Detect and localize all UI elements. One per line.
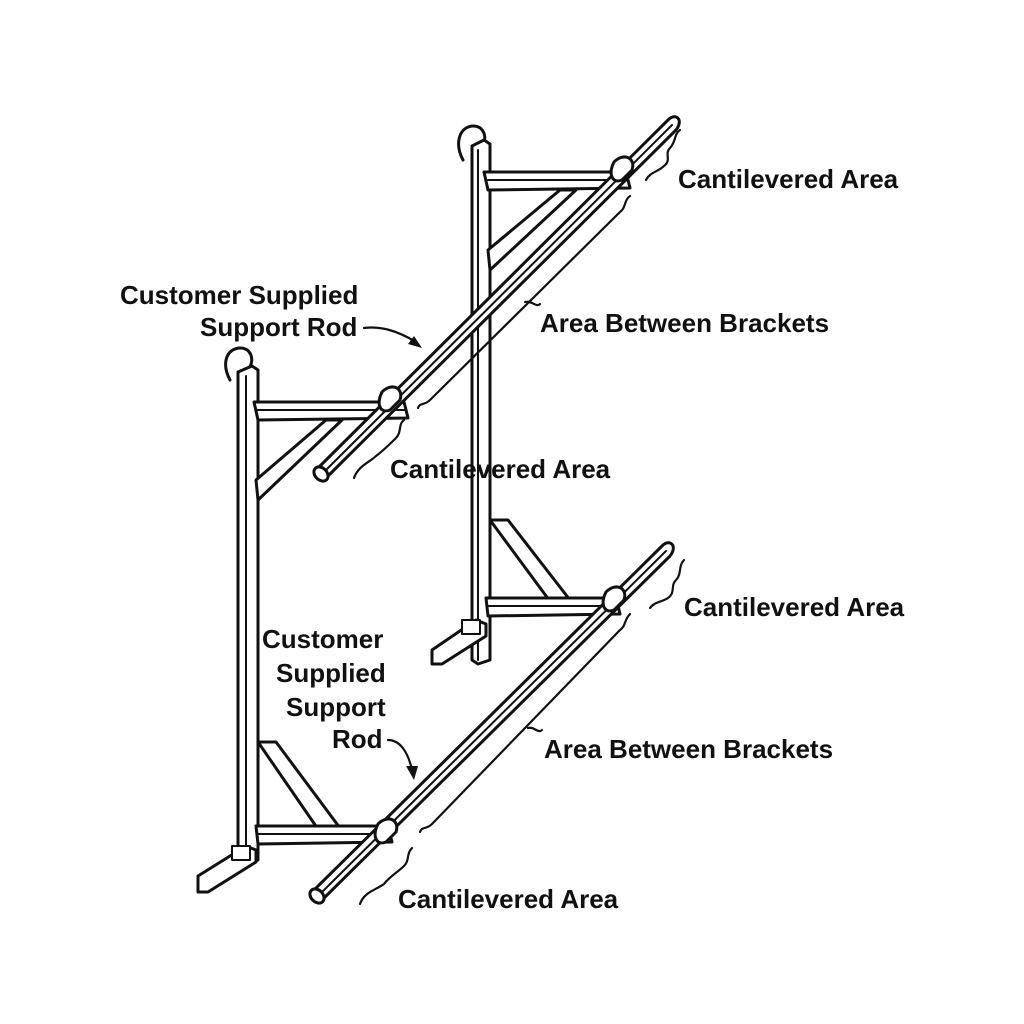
rear-bracket <box>430 124 632 666</box>
leader-upper-rod <box>362 326 418 344</box>
label-cantilevered-lower-right: Cantilevered Area <box>684 592 905 622</box>
upper-rod-front-clamp <box>377 385 403 413</box>
front-bracket-upper-brace <box>254 418 344 502</box>
brace-cantilever-top-right <box>644 128 682 182</box>
brace-cantilever-upper-mid <box>352 418 406 480</box>
lower-rod-front-clamp <box>373 817 399 845</box>
label-customer-rod-lower-line4: Rod <box>332 724 383 754</box>
brace-cantilever-bottom <box>358 846 414 906</box>
front-bracket-upright <box>236 364 260 868</box>
label-area-between-lower: Area Between Brackets <box>544 734 833 764</box>
label-customer-rod-lower-line3: Support <box>286 692 386 722</box>
label-cantilevered-top-right: Cantilevered Area <box>678 164 899 194</box>
arrowhead-upper-rod <box>408 336 422 348</box>
front-bracket-lower-brace <box>256 740 342 834</box>
brace-between-lower <box>418 612 632 834</box>
leader-lower-rod <box>386 738 414 772</box>
rear-bracket-lower-brace <box>488 518 572 606</box>
label-customer-rod-upper-line2: Support Rod <box>200 312 357 342</box>
label-cantilevered-upper-mid: Cantilevered Area <box>390 454 611 484</box>
lower-support-rod <box>308 541 675 905</box>
label-customer-rod-upper-line1: Customer Supplied <box>120 280 358 310</box>
brace-between-upper-tip <box>523 300 542 307</box>
label-customer-rod-lower-line2: Supplied <box>276 658 386 688</box>
upper-support-rod <box>312 115 681 483</box>
front-bracket <box>196 346 410 894</box>
rear-bracket-hook <box>457 124 487 162</box>
rear-bracket-upper-brace <box>486 188 578 272</box>
rear-bracket-upright <box>470 138 492 666</box>
front-bracket-hook <box>224 346 254 382</box>
arrowhead-lower-rod <box>406 766 418 780</box>
brace-between-lower-tip <box>526 726 544 733</box>
lower-rod-rear-clamp <box>601 585 627 613</box>
label-customer-rod-lower-line1: Customer <box>262 624 383 654</box>
brace-cantilever-lower-right <box>648 558 686 610</box>
labels: Cantilevered Area Customer Supplied Supp… <box>120 164 905 914</box>
label-cantilevered-bottom: Cantilevered Area <box>398 884 619 914</box>
upper-rod-rear-clamp <box>609 155 635 183</box>
brace-between-upper <box>416 194 632 410</box>
dimension-braces <box>352 128 686 906</box>
leader-arrows <box>362 326 422 780</box>
label-area-between-upper: Area Between Brackets <box>540 308 829 338</box>
